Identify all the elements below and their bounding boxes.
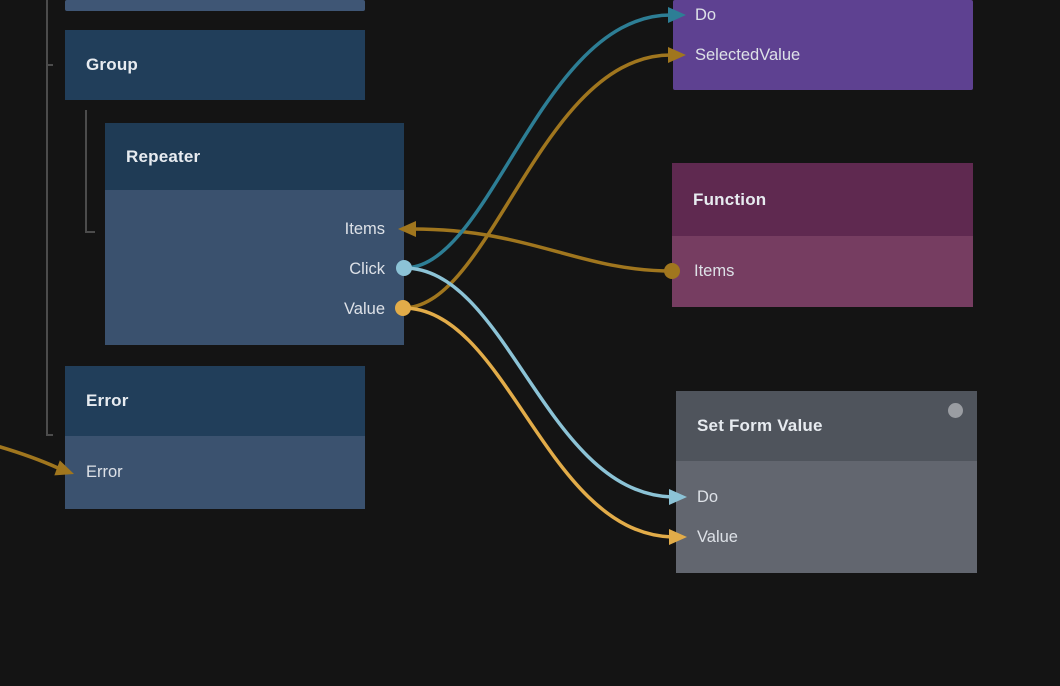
port-setformvalue-do-label: Do	[697, 487, 719, 506]
wire-value-to-selected-selectedvalue[interactable]	[401, 53, 673, 310]
arrowhead-selected-do-icon	[668, 7, 686, 23]
tree-line-tick-repeater	[85, 231, 95, 233]
port-selected-selectedvalue[interactable]: SelectedValue	[695, 35, 800, 75]
tree-line-vertical-inner	[85, 110, 87, 233]
node-set-form-value-title: Set Form Value	[697, 416, 823, 435]
port-function-items-label: Items	[694, 261, 735, 280]
connection-status-dot-icon	[948, 403, 963, 418]
node-group-title: Group	[86, 55, 138, 74]
node-set-form-value-body: Do Value	[676, 461, 977, 573]
node-selected[interactable]: Do SelectedValue	[673, 0, 973, 90]
port-repeater-click-label: Click	[349, 259, 385, 278]
node-error[interactable]: Error Error	[65, 366, 365, 509]
port-repeater-value-label: Value	[344, 299, 385, 318]
wire-value-to-setformvalue-value[interactable]	[401, 306, 674, 539]
port-error-error[interactable]: Error	[86, 452, 123, 492]
node-error-header[interactable]: Error	[65, 366, 365, 436]
port-setformvalue-do[interactable]: Do	[697, 477, 718, 517]
node-repeater-title: Repeater	[126, 146, 201, 166]
node-set-form-value-header[interactable]: Set Form Value	[676, 391, 977, 461]
arrowhead-selected-selectedvalue-icon	[668, 47, 686, 63]
node-partial-top[interactable]	[65, 0, 365, 11]
connector-repeater-click-dot[interactable]	[396, 260, 412, 276]
tree-line-tick-error	[46, 434, 53, 436]
node-function-title: Function	[693, 189, 767, 209]
connector-function-items-dot[interactable]	[664, 263, 680, 279]
port-repeater-items[interactable]: Items	[345, 209, 385, 249]
tree-line-tick-group	[46, 64, 53, 66]
arrowhead-error-in-icon	[54, 460, 74, 476]
port-repeater-value[interactable]: Value	[344, 289, 385, 329]
port-repeater-click[interactable]: Click	[349, 249, 385, 289]
arrowhead-repeater-items-icon	[398, 221, 416, 237]
wire-click-to-selected-do[interactable]	[402, 13, 673, 270]
arrowhead-setformvalue-value-icon	[669, 529, 687, 545]
port-selected-do[interactable]: Do	[695, 0, 716, 35]
node-selected-body: Do SelectedValue	[673, 0, 973, 90]
node-repeater-header[interactable]: Repeater	[105, 123, 404, 190]
port-error-error-label: Error	[86, 462, 123, 481]
port-function-items[interactable]: Items	[694, 251, 734, 291]
node-repeater-body: Items Click Value	[105, 190, 404, 345]
tree-line-vertical-outer	[46, 0, 48, 436]
node-error-title: Error	[86, 391, 129, 410]
node-repeater[interactable]: Repeater Items Click Value	[105, 123, 404, 345]
node-error-body: Error	[65, 436, 365, 509]
node-set-form-value[interactable]: Set Form Value Do Value	[676, 391, 977, 573]
arrowhead-setformvalue-do-icon	[669, 489, 687, 505]
port-selected-do-label: Do	[695, 5, 717, 24]
port-selected-selectedvalue-label: SelectedValue	[695, 45, 801, 64]
wire-click-to-setformvalue-do[interactable]	[402, 266, 674, 499]
wire-offscreen-to-error[interactable]	[0, 444, 60, 470]
wire-function-items-to-repeater-items[interactable]	[411, 227, 674, 273]
connector-repeater-value-dot[interactable]	[395, 300, 411, 316]
node-function-body: Items	[672, 236, 973, 307]
node-group[interactable]: Group	[65, 30, 365, 100]
node-function[interactable]: Function Items	[672, 163, 973, 307]
port-repeater-items-label: Items	[344, 219, 385, 238]
port-setformvalue-value-label: Value	[697, 527, 738, 546]
node-group-header[interactable]: Group	[65, 30, 365, 100]
node-function-header[interactable]: Function	[672, 163, 973, 236]
port-setformvalue-value[interactable]: Value	[697, 517, 738, 557]
